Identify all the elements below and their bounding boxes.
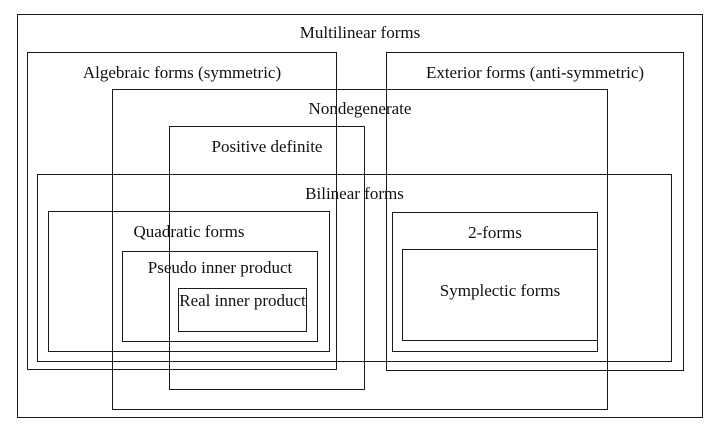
box-quadratic-forms: Quadratic forms (48, 211, 330, 352)
box-label-2-forms: 2-forms (468, 223, 522, 242)
box-label-algebraic-forms-symmetric: Algebraic forms (symmetric) (82, 63, 282, 82)
box-label-nondegenerate: Nondegenerate (308, 99, 412, 118)
box-label-positive-definite: Positive definite (211, 137, 323, 156)
box-symplectic-forms: Symplectic forms (402, 249, 598, 341)
box-label-quadratic-forms: Quadratic forms (133, 222, 245, 241)
box-algebraic-forms-symmetric: Algebraic forms (symmetric) (27, 52, 337, 370)
box-label-bilinear-forms: Bilinear forms (305, 184, 404, 203)
box-pseudo-inner-product: Pseudo inner product (122, 251, 318, 342)
box-label-real-inner-product: Real inner product (179, 291, 306, 310)
box-label-multilinear-forms: Multilinear forms (299, 23, 421, 42)
box-nondegenerate: Nondegenerate (112, 89, 608, 410)
box-label-exterior-forms-anti-symmetric: Exterior forms (anti-symmetric) (425, 63, 645, 82)
box-exterior-forms-anti-symmetric: Exterior forms (anti-symmetric) (386, 52, 684, 371)
box-label-symplectic-forms: Symplectic forms (439, 281, 561, 300)
box-label-pseudo-inner-product: Pseudo inner product (147, 258, 293, 277)
box-bilinear-forms: Bilinear forms (37, 174, 672, 362)
box-positive-definite: Positive definite (169, 126, 365, 390)
box-real-inner-product: Real inner product (178, 288, 307, 332)
box-multilinear-forms: Multilinear forms (17, 14, 703, 418)
